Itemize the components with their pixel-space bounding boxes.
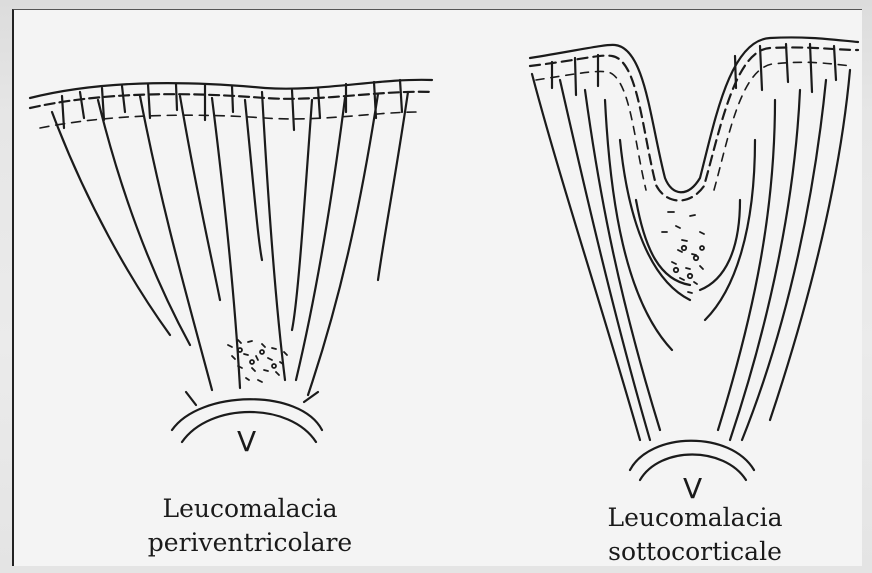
right-caption-line1: Leucomalacia	[585, 501, 805, 535]
left-caption-line2: periventricolare	[120, 526, 380, 560]
left-cortex	[30, 80, 432, 130]
right-lesion-dots	[662, 212, 704, 293]
left-caption-line1: Leucomalacia	[120, 492, 380, 526]
left-caption: Leucomalacia periventricolare	[120, 492, 380, 560]
right-caption: Leucomalacia sottocorticale	[585, 501, 805, 569]
right-caption-line2: sottocorticale	[585, 535, 805, 569]
right-cortex	[530, 37, 858, 200]
right-white-matter-fibers	[532, 70, 850, 440]
left-white-matter-fibers	[52, 92, 408, 395]
left-ventricle-label: V	[237, 425, 256, 458]
